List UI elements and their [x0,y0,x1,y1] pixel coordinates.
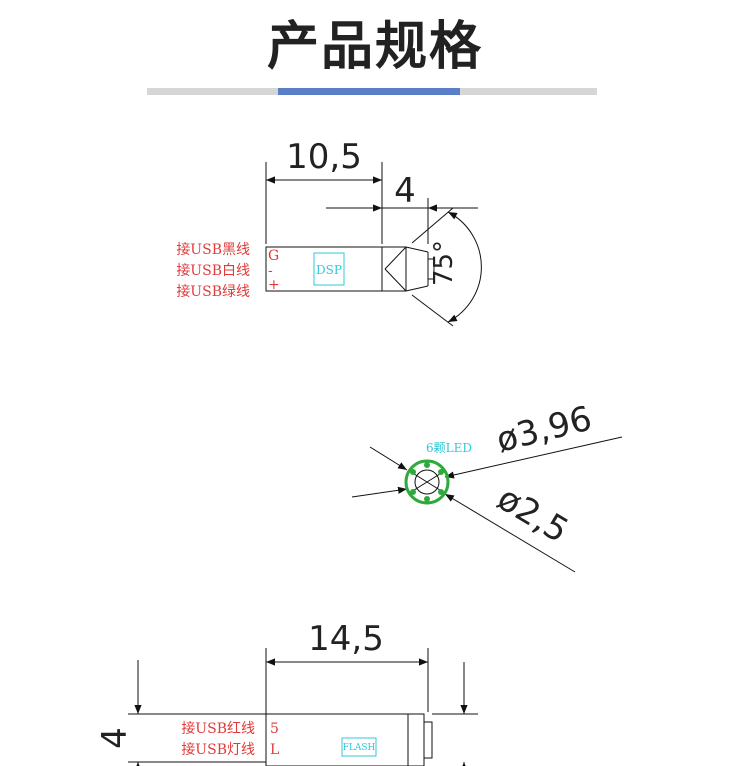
wire-label-black: 接USB黑线 [176,241,250,258]
dimension-inner-diameter: ø2,5 [490,478,575,551]
page-title: 产品规格 [266,17,483,77]
dimension-width-14-5: 14,5 [308,619,384,659]
pin-label-minus: - [268,263,273,279]
dimension-angle-75: 75° [429,240,459,286]
wire-label-light: 接USB灯线 [181,741,255,758]
pin-label-plus: + [268,277,280,293]
title-underline-accent [278,88,460,95]
pin-label-5: 5 [270,721,279,737]
figure-3-side-view [128,648,478,766]
wire-label-green: 接USB绿线 [176,283,250,300]
figure-1-top-view [265,162,482,327]
figure-2-led-ring [351,436,623,573]
dimension-height-4: 4 [95,727,135,749]
dimension-outer-diameter: ø3,96 [493,399,596,461]
chip-label-dsp: DSP [316,263,342,277]
wire-label-white: 接USB白线 [176,262,250,279]
pin-label-g: G [268,248,279,264]
dimension-tip-4: 4 [394,171,416,211]
dimension-width-10-5: 10,5 [286,137,362,177]
led-dots [410,462,444,502]
wire-label-red: 接USB红线 [181,720,255,737]
chip-label-flash: FLASH [343,743,376,753]
pin-label-l: L [270,742,279,758]
led-count-label: 6颗LED [426,441,472,455]
